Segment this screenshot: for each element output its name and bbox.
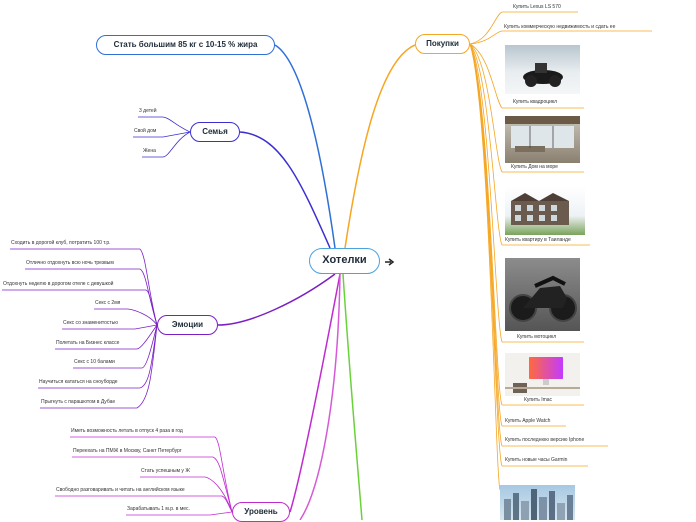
emotions-node[interactable]: Эмоции [157,315,218,335]
purchases-item[interactable]: Купить квадроцикл [513,99,558,105]
purchases-node[interactable]: Покупки [415,34,470,54]
purchases-item[interactable]: Купить Lexus LS 570 [513,4,561,10]
family-node[interactable]: Семья [190,122,240,142]
motorcycle-photo [505,258,580,331]
purchases-connectors [469,11,652,491]
emotions-item[interactable]: Отлично отдохнуть всю ночь трезвым [26,260,114,266]
family-connectors [133,116,191,158]
purchases-item[interactable]: Купить коммерческую недвижимость и сдать… [504,24,616,30]
emotions-item[interactable]: Прыгнуть с парашютом в Дубае [41,399,116,405]
emotions-item[interactable]: Секс со знаменитостью [63,320,119,326]
purchases-item[interactable]: Купить мотоцикл [517,334,557,340]
level-item[interactable]: Стать успешным у Ж [141,468,190,474]
purchases-item[interactable]: Купить новые часы Garmin [505,457,568,463]
apartment-photo [505,187,585,235]
main-branches [217,44,416,520]
family-item[interactable]: Свой дом [134,128,157,134]
level-connectors [55,436,233,516]
family-item[interactable]: 3 детей [139,108,157,114]
emotions-item[interactable]: Отдохнуть неделю в дорогом отеле с девуш… [3,281,114,287]
branch-line-emotions [217,273,336,326]
branch-line-purchases [344,44,416,249]
level-node[interactable]: Уровень [232,502,290,522]
level-item[interactable]: Переехать на ПМЖ в Москву, Санкт Петербу… [73,448,182,454]
level-item[interactable]: Иметь возможность летать в отпуск 4 раза… [71,428,183,434]
branch-line-level-2 [299,273,341,520]
sea-house-photo [505,116,580,163]
branch-line-family [239,131,331,249]
emotions-item[interactable]: Секс с 10 балами [74,359,115,365]
level-item[interactable]: Свободно разговаривать и читать на англи… [56,487,185,493]
branch-line-goal [274,44,336,249]
purchases-item[interactable]: Купить последнюю версию Iphone [505,437,585,443]
emotions-item[interactable]: Научиться кататься на сноуборде [39,379,118,385]
city-photo [500,485,575,520]
purchases-item[interactable]: Купить Дом на море [511,164,558,170]
purchases-item[interactable]: Купить Imac [524,397,553,403]
purchases-item[interactable]: Купить квартиру в Таиланде [505,237,571,243]
emotions-item[interactable]: Полетать на Бизнес классе [56,340,120,346]
branch-line-extra [342,273,363,520]
arrow-icon[interactable] [385,258,395,266]
atv-photo [505,45,580,94]
emotions-connectors [2,248,158,409]
purchases-item[interactable]: Купить Apple Watch [505,418,551,424]
root-node[interactable]: Хотелки [309,248,380,274]
emotions-item[interactable]: Сходить в дорогой клуб, потратить 100 т.… [11,240,111,246]
emotions-item[interactable]: Секс с 2мя [95,300,121,306]
level-item[interactable]: Зарабатывать 1 м.р. в мес. [127,506,190,512]
family-item[interactable]: Жена [143,148,156,154]
imac-photo [505,353,580,396]
goal-node[interactable]: Стать большим 85 кг с 10-15 % жира [96,35,275,55]
branch-line-level [289,273,341,513]
